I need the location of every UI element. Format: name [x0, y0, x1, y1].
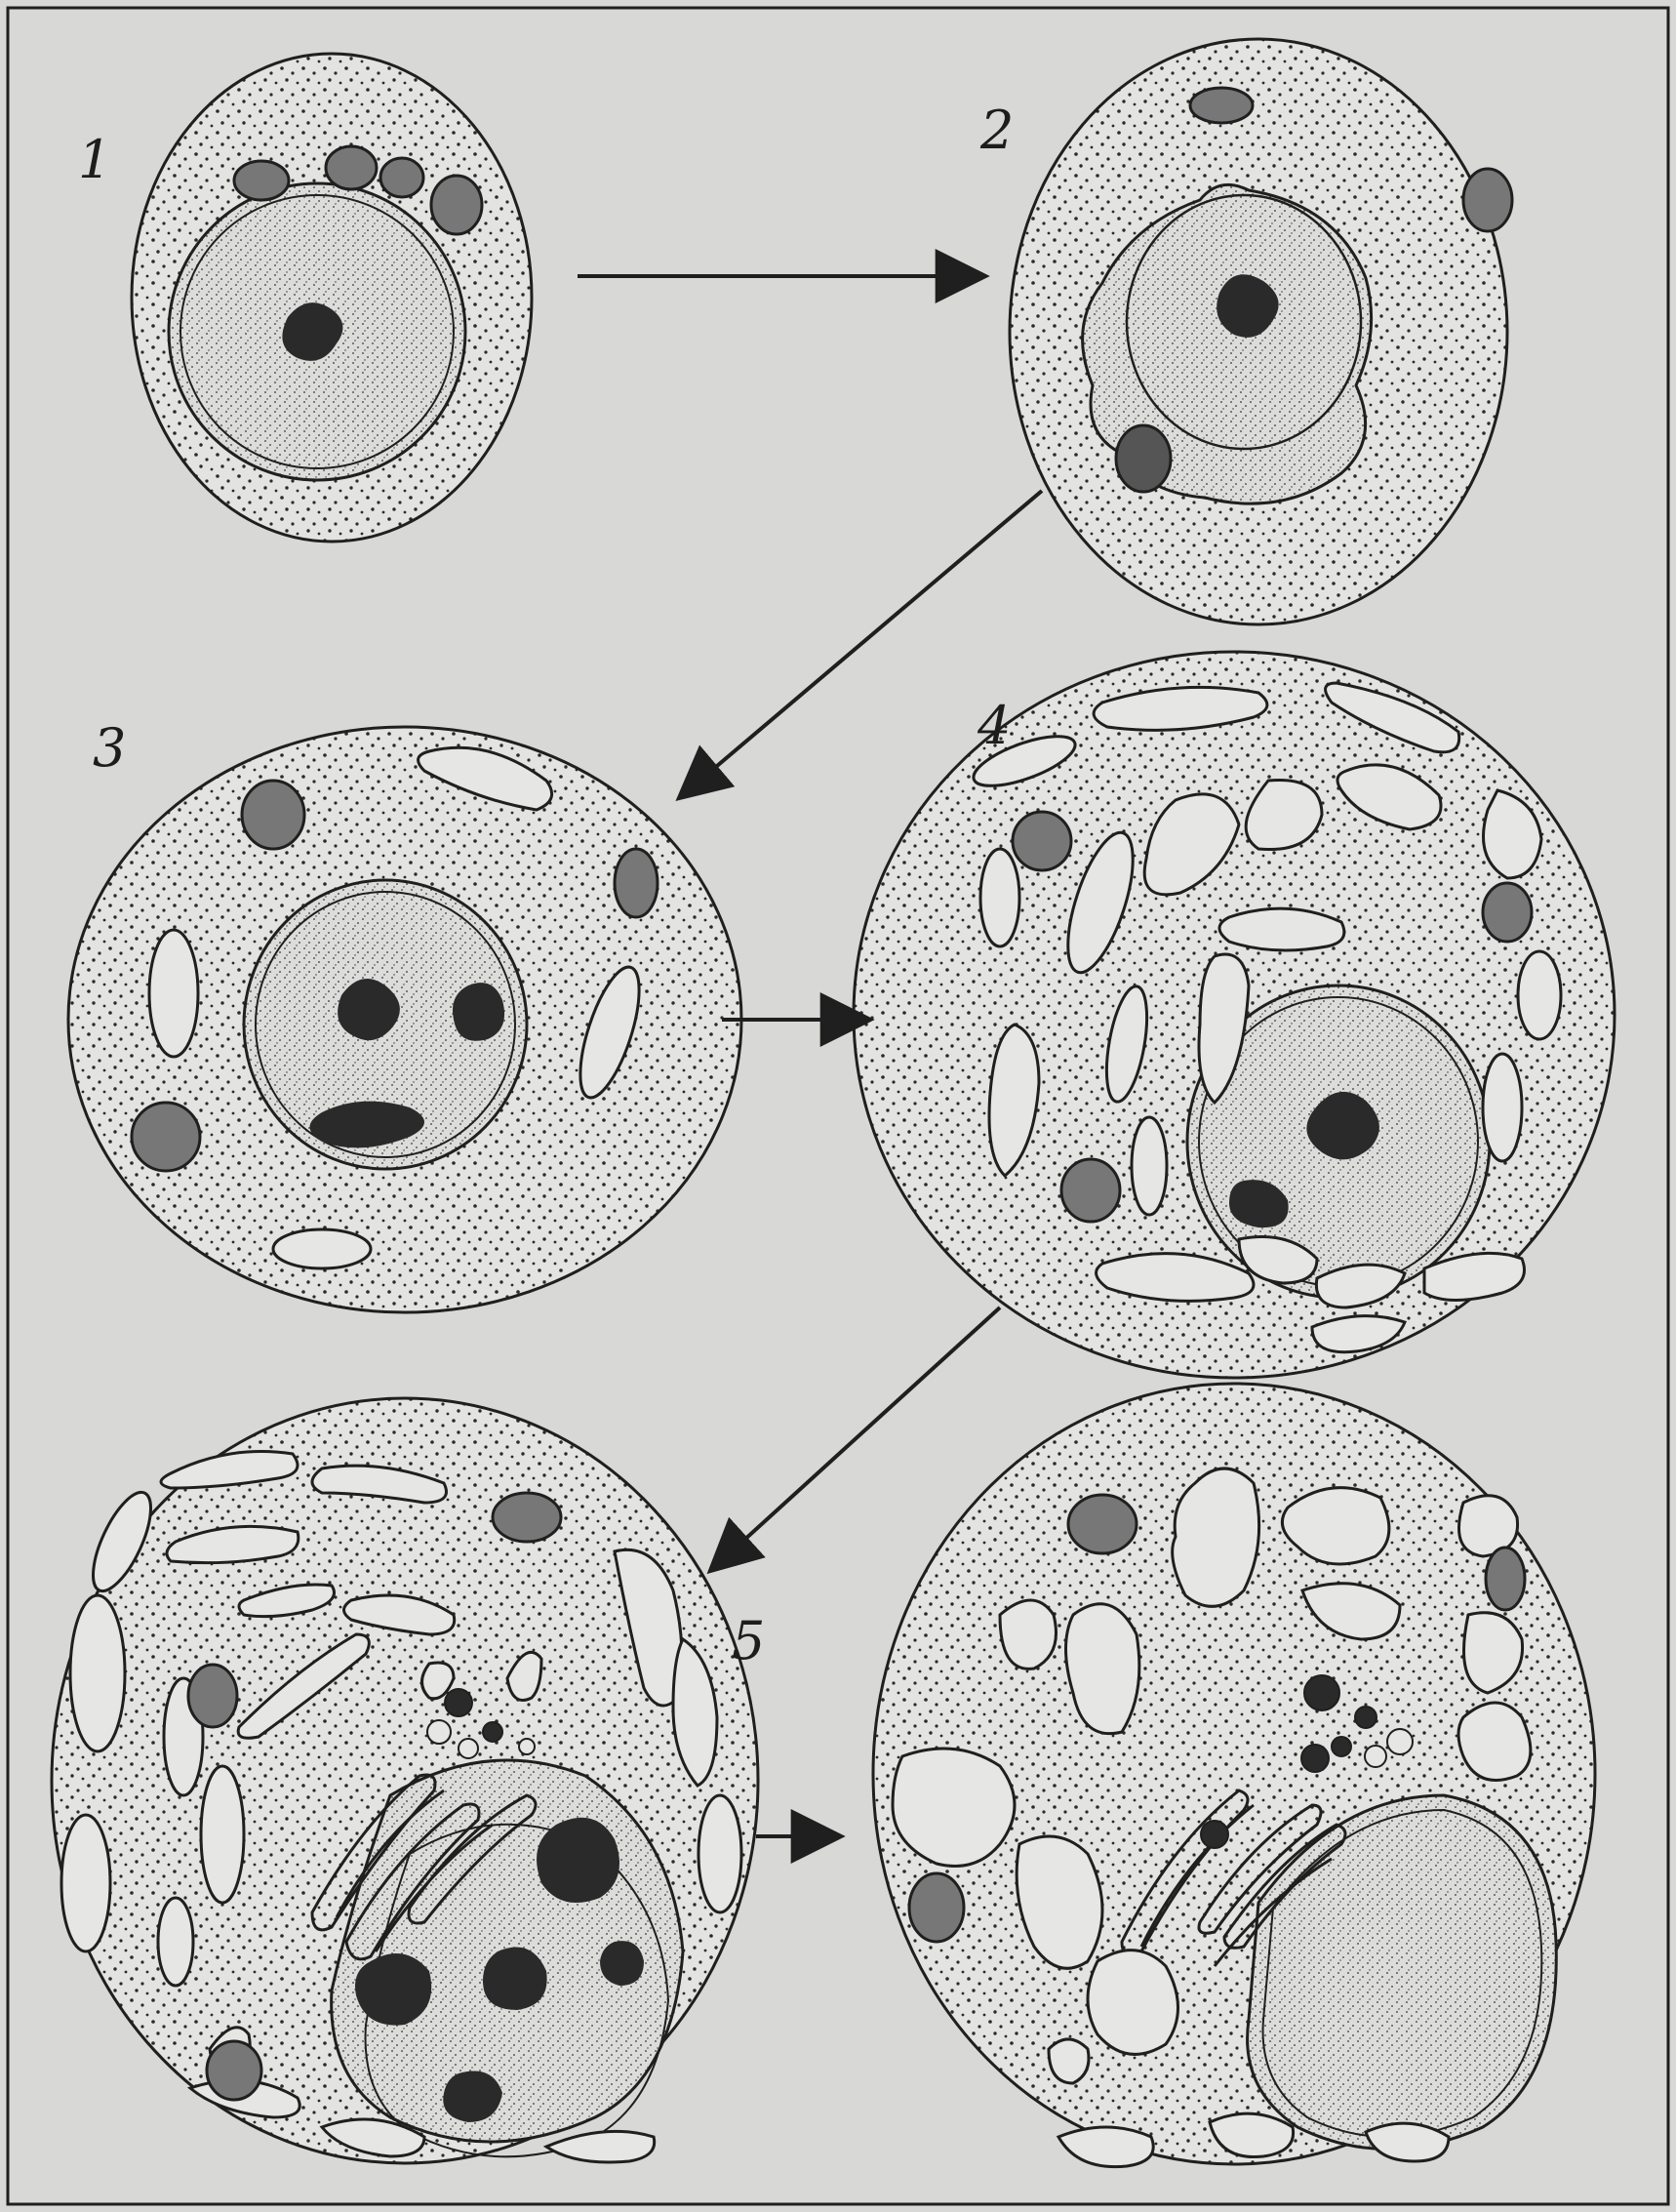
stage-6-cell [873, 1384, 1595, 2167]
stage-label-5: 5 [732, 1610, 765, 1671]
stage-2-cell [1010, 39, 1512, 624]
stage-label-3: 3 [93, 717, 126, 779]
stage-5-cell [52, 1398, 758, 2163]
stage-label-4: 4 [977, 695, 1011, 756]
stage-label-1: 1 [78, 129, 111, 190]
stage-label-2: 2 [979, 100, 1014, 161]
stage-4-cell [854, 652, 1615, 1378]
stage-1-cell [132, 54, 532, 542]
stage-3-cell [68, 727, 741, 1312]
